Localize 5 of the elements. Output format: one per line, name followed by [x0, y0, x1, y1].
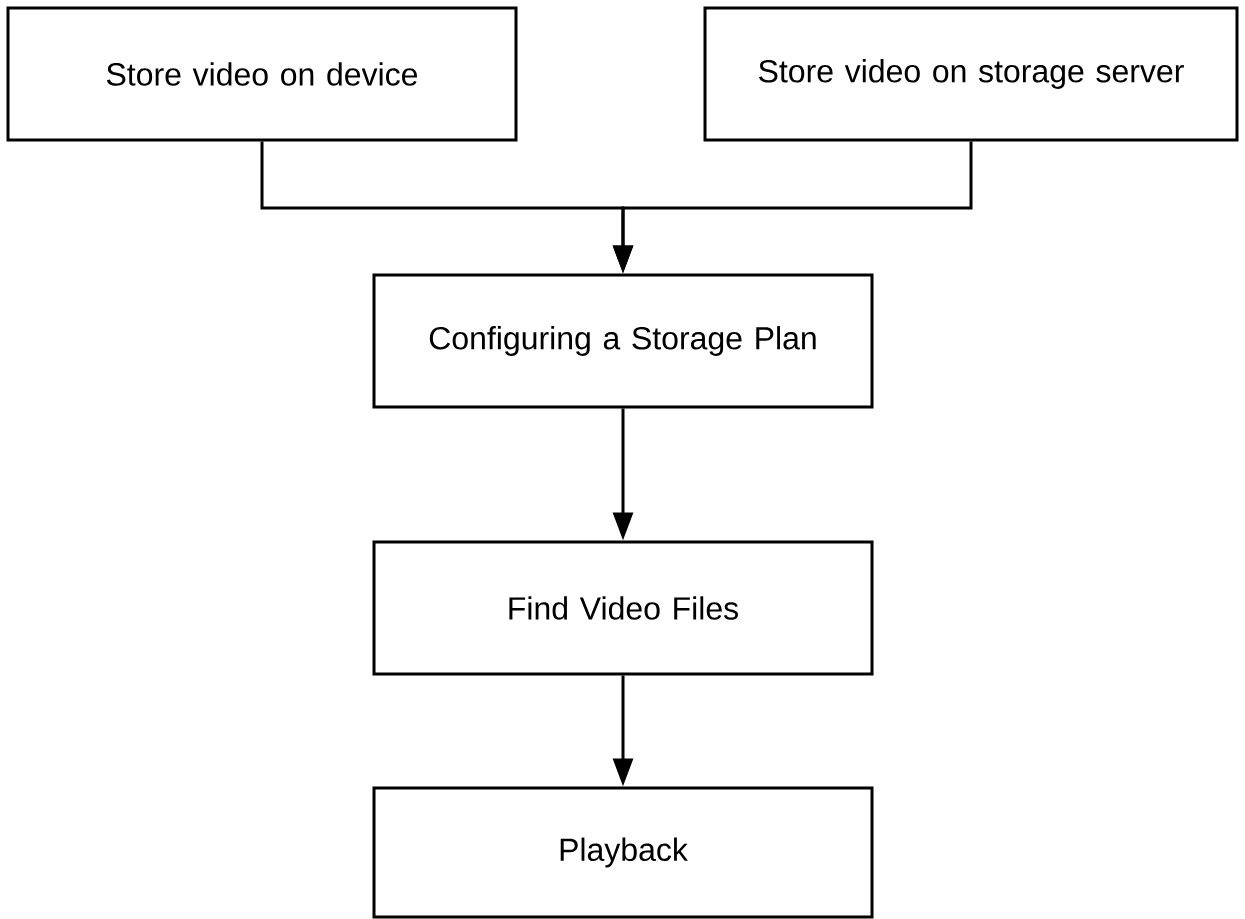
process-box: Configuring a Storage Plan	[372, 273, 874, 409]
process-box: Playback	[372, 786, 874, 919]
process-box: Find Video Files	[372, 540, 874, 676]
process-box: Store video on storage server	[703, 6, 1239, 142]
process-box: Store video on device	[6, 6, 518, 142]
